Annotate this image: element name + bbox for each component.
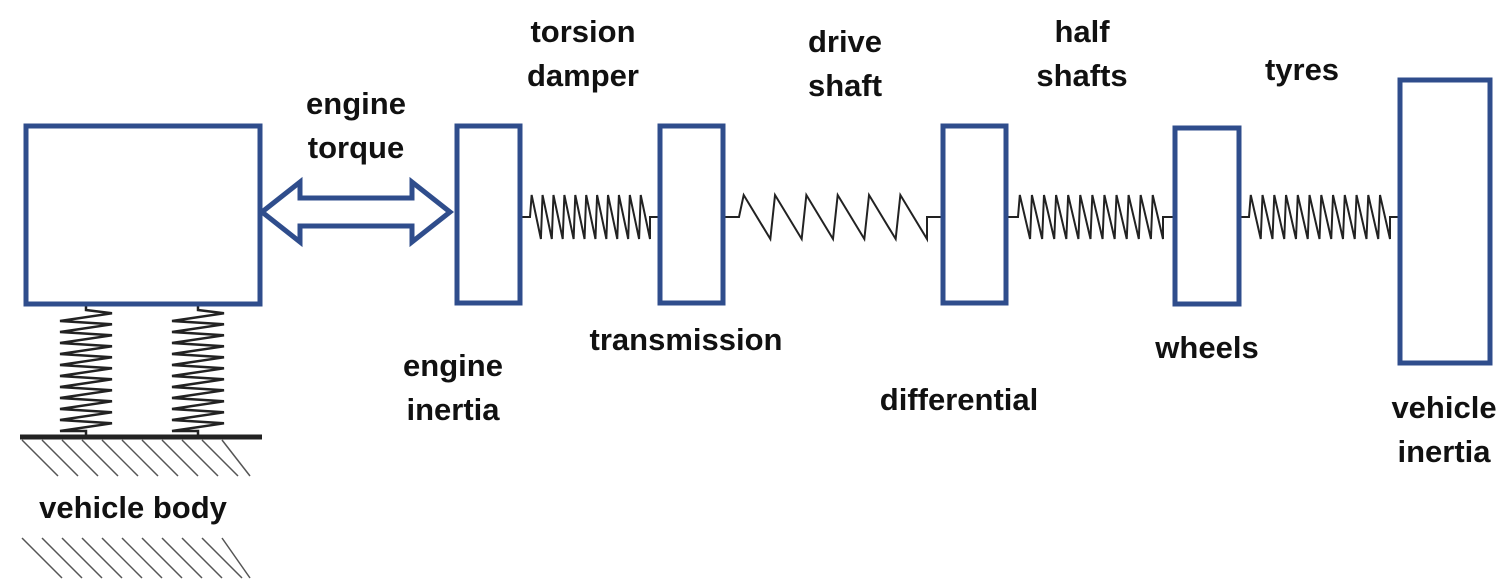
label-vehicle-body: vehicle body bbox=[39, 490, 227, 525]
vehicle-inertia-box bbox=[1397, 77, 1493, 366]
label-differential: differential bbox=[879, 382, 1039, 417]
hatch-line bbox=[201, 537, 243, 579]
label-transmission: transmission bbox=[589, 322, 783, 357]
hatch-line bbox=[61, 439, 99, 477]
hatch-line bbox=[121, 439, 159, 477]
hatch-line bbox=[221, 537, 251, 579]
tyres-spring bbox=[1239, 194, 1400, 240]
spring-coil bbox=[171, 304, 225, 437]
hatch-line bbox=[61, 537, 103, 579]
label-tyres: tyres bbox=[1264, 52, 1340, 87]
hatch-line bbox=[101, 439, 139, 477]
hatch-line bbox=[181, 537, 223, 579]
spring-coil bbox=[1239, 194, 1400, 240]
hatch-line bbox=[81, 537, 123, 579]
hatch-line bbox=[21, 537, 63, 579]
hatch-line bbox=[201, 439, 239, 477]
hatch-line bbox=[141, 537, 183, 579]
half-shafts-spring bbox=[1006, 194, 1175, 240]
label-vehicle-inertia: vehicle inertia bbox=[1391, 390, 1497, 469]
engine-torque-double-arrow bbox=[257, 176, 455, 248]
vehicle-body-box bbox=[23, 123, 263, 307]
label-drive-shaft: drive shaft bbox=[807, 24, 883, 103]
hatch-line bbox=[161, 537, 203, 579]
transmission-box bbox=[657, 123, 726, 306]
differential-box bbox=[940, 123, 1009, 306]
label-engine-inertia: engine inertia bbox=[403, 348, 503, 427]
spring-coil bbox=[520, 194, 660, 240]
hatch-line bbox=[101, 537, 143, 579]
label-wheels: wheels bbox=[1155, 330, 1259, 365]
hatch-line bbox=[21, 439, 59, 477]
label-engine-torque: engine torque bbox=[306, 86, 406, 165]
hatch-line bbox=[41, 439, 79, 477]
hatch-line bbox=[161, 439, 199, 477]
ground-hatching-upper bbox=[21, 439, 251, 477]
hatch-line bbox=[141, 439, 179, 477]
suspension-spring-right bbox=[171, 304, 225, 437]
hatch-line bbox=[181, 439, 219, 477]
hatch-line bbox=[41, 537, 83, 579]
ground-hatching-lower bbox=[21, 537, 251, 579]
drive-shaft-spring bbox=[723, 191, 943, 243]
suspension-spring-left bbox=[59, 304, 113, 437]
label-torsion-damper: torsion damper bbox=[527, 14, 639, 93]
engine-inertia-box bbox=[454, 123, 523, 306]
hatch-line bbox=[221, 439, 251, 477]
spring-coil bbox=[723, 191, 943, 243]
hatch-line bbox=[81, 439, 119, 477]
torsion-damper-spring bbox=[520, 194, 660, 240]
spring-coil bbox=[59, 304, 113, 437]
hatch-line bbox=[121, 537, 163, 579]
spring-coil bbox=[1006, 194, 1175, 240]
label-half-shafts: half shafts bbox=[1036, 14, 1128, 93]
wheels-box bbox=[1172, 125, 1242, 307]
